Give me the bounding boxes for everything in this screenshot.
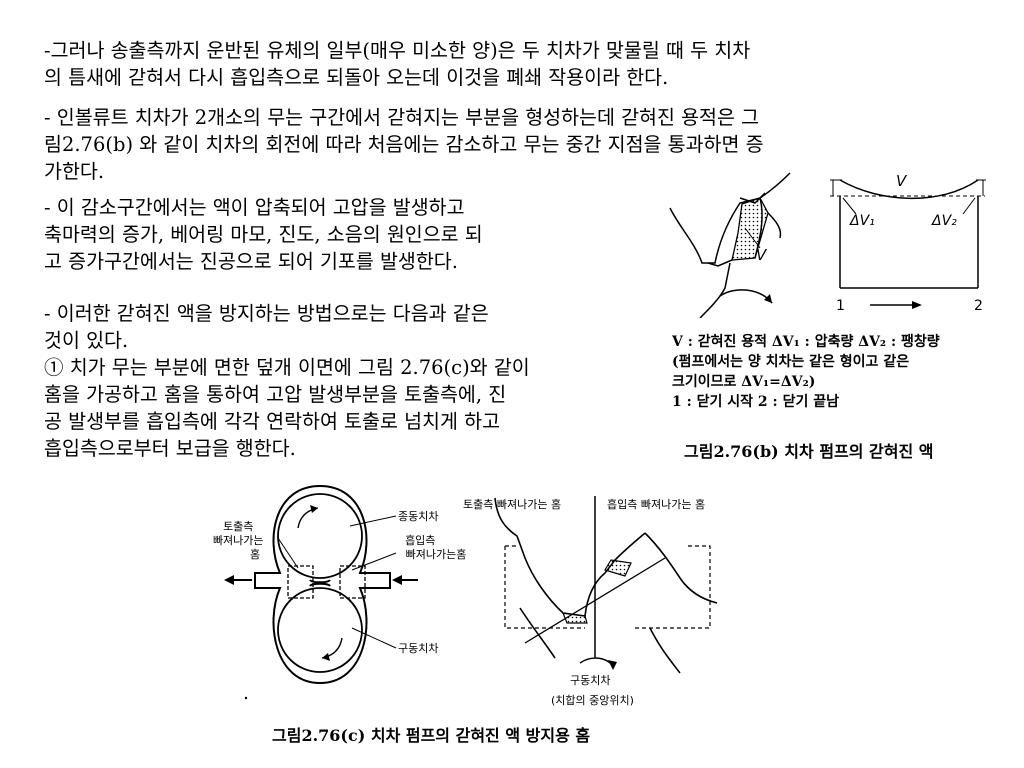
- gear-drawing: [707, 212, 782, 267]
- text-line: 고 증가구간에서는 진공으로 되어 기포를 발생한다.: [44, 250, 458, 273]
- text-line: 의 틈새에 갇혀서 다시 흡입측으로 되돌아 오는데 이것을 폐쇄 작용이라 한…: [44, 66, 669, 89]
- right-outlet-label: 토출측 빠져나가는 홈: [463, 497, 561, 511]
- right-driving-gear-label: 구동치차: [570, 674, 610, 687]
- arrowhead-icon: [310, 505, 318, 513]
- text-line: ① 치가 무는 부분에 면한 덮개 이면에 그림 2.76(c)와 같이: [44, 356, 530, 379]
- arrowhead-icon: [224, 575, 234, 585]
- gear-teeth-drawing: [669, 172, 791, 318]
- caption-line: (펌프에서는 양 치차는 같은 형이고 같은: [672, 354, 910, 370]
- text-line: - 이 감소구간에서는 액이 압축되어 고압을 발생하고: [44, 196, 465, 219]
- paragraph-involute: - 인볼류트 치차가 2개소의 무는 구간에서 갇혀지는 부분을 형성하는데 갇…: [44, 104, 764, 185]
- figure-b-diagram: V V ΔV₁ ΔV₂ 1 2: [669, 172, 986, 318]
- arrowhead-icon: [608, 660, 617, 670]
- text-line: 축마력의 증가, 베어링 마모, 진도, 소음의 원인으로 되: [44, 223, 483, 246]
- arrowhead-icon: [322, 653, 330, 661]
- rotation-arrow-icon: [719, 289, 773, 304]
- trapped-volume-shape: [731, 197, 769, 261]
- groove-outlines: [504, 545, 711, 629]
- arrowhead-icon: [764, 294, 772, 303]
- caption-line: V : 갇혀진 용적 ΔV₁ : 압축량 ΔV₂ : 팽창량: [672, 334, 940, 350]
- paragraph-prevention: - 이러한 갇혀진 액을 방지하는 방법으로는 다음과 같은 것이 있다. ① …: [44, 300, 530, 462]
- right-inlet-label: 흡입측 빠져나가는 홈: [607, 497, 705, 511]
- left-driving-gear-label: 구동치차: [398, 642, 438, 655]
- left-outlet-label: 토출측 빠져나가는 홈: [213, 520, 267, 561]
- label-point-2: 2: [974, 298, 983, 314]
- text-line: 가한다.: [44, 160, 105, 183]
- text-line: 공 발생부를 흡입측에 각각 연락하여 토출로 넘치게 하고: [44, 410, 501, 433]
- label-point-1: 1: [836, 298, 845, 314]
- text-line: 흡입측으로부터 보급을 행한다.: [44, 437, 296, 460]
- caption-line: 1 : 닫기 시작 2 : 닫기 끝남: [672, 394, 839, 410]
- figure-c-left-diagram: 토출측 빠져나가는 홈 종동치차 흡입측 빠져나가는홈 구동치차: [213, 484, 466, 700]
- trapped-right-shape: [604, 559, 632, 577]
- groove-right: [339, 565, 366, 599]
- figure-c-title: 그림2.76(c) 치차 펌프의 갇혀진 액 방지용 홈: [272, 726, 591, 745]
- volume-plot: [830, 179, 986, 289]
- figure-b-caption: V : 갇혀진 용적 ΔV₁ : 압축량 ΔV₂ : 팽창량 (펌프에서는 양 …: [672, 332, 940, 412]
- text-line: -그러나 송출측까지 운반된 유체의 일부(매우 미소한 양)은 두 치차가 맞…: [44, 39, 751, 62]
- leader-lines: [277, 515, 397, 649]
- groove-left: [287, 565, 314, 599]
- line-of-action: [524, 557, 666, 644]
- text-line: - 이러한 갇혀진 액을 방지하는 방법으로는 다음과 같은: [44, 302, 489, 325]
- trapped-left-shape: [562, 612, 588, 624]
- figure-b-title: 그림2.76(b) 치차 펌프의 갇혀진 액: [684, 442, 934, 461]
- text-line: 홈을 가공하고 홈을 통하여 고압 발생부분을 토출측에, 진: [44, 383, 507, 406]
- right-center-label: (치합의 중앙위치): [551, 694, 634, 707]
- rotation-arrow-icon: [579, 657, 614, 667]
- text-line: - 인볼류트 치차가 2개소의 무는 구간에서 갇혀지는 부분을 형성하는데 갇…: [44, 106, 760, 129]
- label-delta-v2: ΔV₂: [931, 213, 957, 229]
- left-driven-gear-label: 종동치차: [398, 510, 438, 523]
- tooth-profiles: [494, 497, 718, 674]
- text-line: 림2.76(b) 와 같이 치차의 회전에 따라 처음에는 감소하고 무는 중간…: [44, 133, 764, 156]
- figure-c-right-diagram: 토출측 빠져나가는 홈 흡입측 빠져나가는 홈 구동치차 (치합의 중앙위치): [463, 496, 718, 707]
- arrowhead-icon: [912, 301, 922, 309]
- paragraph-compression: - 이 감소구간에서는 액이 압축되어 고압을 발생하고 축마력의 증가, 베어…: [44, 194, 483, 275]
- label-delta-v1: ΔV₁: [849, 213, 875, 229]
- left-inlet-label: 흡입측 빠져나가는홈: [405, 533, 466, 561]
- caption-line: 크기이므로 ΔV₁=ΔV₂): [672, 374, 816, 390]
- text-line: 것이 있다.: [44, 329, 129, 352]
- dot-mark: [244, 696, 248, 700]
- leader-line: [744, 227, 761, 249]
- label-v-gear: V: [756, 246, 768, 264]
- paragraph-closure: -그러나 송출측까지 운반된 유체의 일부(매우 미소한 양)은 두 치차가 맞…: [44, 37, 750, 91]
- label-v-curve: V: [896, 172, 908, 190]
- arrowhead-icon: [392, 575, 402, 585]
- pump-housing-drawing: [254, 484, 391, 685]
